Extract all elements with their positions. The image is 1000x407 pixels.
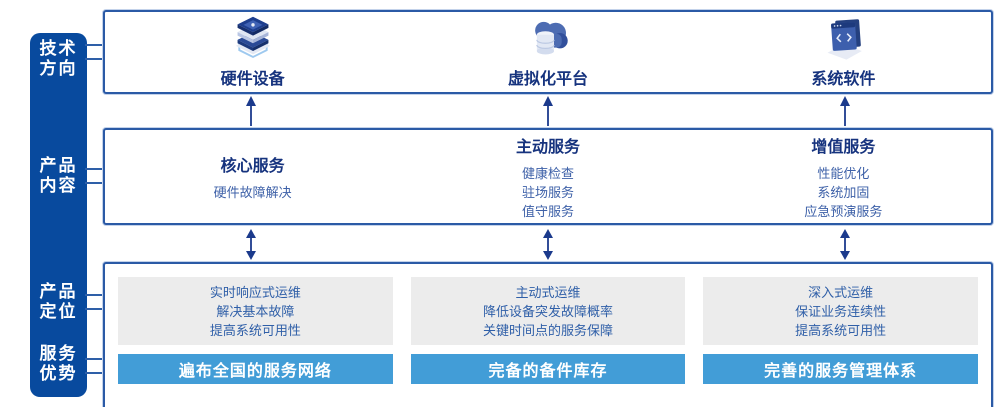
connector-line: [85, 358, 107, 360]
sidebar: 技术 方向 产品 内容 产品 定位 服务 优势: [30, 33, 87, 397]
tech-item-virtualization: 虚拟化平台: [400, 12, 695, 92]
product-content-box: 核心服务 硬件故障解决 主动服务 健康检查 驻场服务 值守服务 增值服务 性能优…: [103, 128, 993, 225]
service-heading: 增值服务: [811, 138, 876, 156]
service-heading: 核心服务: [220, 157, 285, 175]
sidebar-label-product-positioning: 产品 定位: [30, 282, 87, 322]
service-item: 驻场服务: [521, 184, 574, 200]
positioning-panel: 实时响应式运维 解决基本故障 提高系统可用性: [118, 277, 393, 345]
sidebar-label-line: 服务: [39, 344, 78, 363]
service-item: 性能优化: [817, 165, 870, 181]
connector-line: [85, 308, 107, 310]
advantage-bar: 完备的备件库存: [410, 354, 686, 384]
positioning-line: 提高系统可用性: [209, 322, 301, 338]
tech-item-label: 硬件设备: [220, 71, 285, 88]
connector-line: [85, 372, 107, 374]
arrow-double-icon: [840, 229, 850, 260]
positioning-line: 降低设备突发故障概率: [483, 303, 614, 319]
advantage-bar: 完善的服务管理体系: [703, 354, 979, 384]
tech-item-label: 系统软件: [811, 71, 876, 88]
connector-line: [85, 294, 107, 296]
sidebar-label-line: 产品: [39, 282, 78, 301]
positioning-line: 解决基本故障: [216, 303, 295, 319]
advantage-bar: 遍布全国的服务网络: [118, 354, 393, 384]
sidebar-label-service-advantage: 服务 优势: [30, 344, 87, 384]
service-heading: 主动服务: [515, 138, 580, 156]
sidebar-label-line: 方向: [39, 59, 78, 78]
server-stack-icon: [235, 16, 270, 59]
product-positioning-box: 实时响应式运维 解决基本故障 提高系统可用性 遍布全国的服务网络 主动式运维 降…: [103, 262, 993, 407]
connector-line: [85, 182, 107, 184]
service-item: 硬件故障解决: [213, 184, 292, 200]
service-column-active: 主动服务 健康检查 驻场服务 值守服务: [400, 130, 695, 223]
tech-direction-box: 硬件设备 虚拟化平台: [103, 10, 993, 94]
arrow-up-icon: [543, 96, 553, 126]
connector-line: [85, 58, 107, 60]
connector-line: [85, 44, 107, 46]
positioning-panel: 深入式运维 保证业务连续性 提高系统可用性: [703, 277, 979, 345]
arrow-up-icon: [246, 96, 256, 126]
positioning-column-realtime: 实时响应式运维 解决基本故障 提高系统可用性 遍布全国的服务网络: [118, 277, 393, 407]
sidebar-label-line: 技术: [39, 39, 78, 58]
connector-line: [85, 168, 107, 170]
positioning-line: 实时响应式运维: [209, 284, 301, 300]
sidebar-label-line: 产品: [39, 156, 78, 175]
cloud-database-icon: [535, 21, 568, 55]
positioning-line: 深入式运维: [808, 284, 874, 300]
positioning-line: 主动式运维: [515, 284, 581, 300]
tech-item-system-software: 系统软件: [696, 12, 991, 92]
positioning-column-proactive: 主动式运维 降低设备突发故障概率 关键时间点的服务保障 完备的备件库存: [410, 277, 686, 407]
service-item: 系统加固: [817, 184, 870, 200]
positioning-line: 关键时间点的服务保障: [483, 322, 614, 338]
sidebar-label-line: 内容: [39, 176, 78, 195]
sidebar-label-tech-direction: 技术 方向: [30, 39, 87, 79]
service-item: 应急预演服务: [804, 203, 883, 219]
positioning-panel: 主动式运维 降低设备突发故障概率 关键时间点的服务保障: [410, 277, 686, 345]
positioning-column-deep: 深入式运维 保证业务连续性 提高系统可用性 完善的服务管理体系: [703, 277, 979, 407]
code-window-icon: [827, 19, 863, 60]
tech-item-hardware: 硬件设备: [105, 12, 400, 92]
arrow-double-icon: [543, 229, 553, 260]
positioning-line: 提高系统可用性: [795, 322, 887, 338]
service-item: 值守服务: [521, 203, 574, 219]
sidebar-label-line: 定位: [39, 302, 78, 321]
sidebar-label-product-content: 产品 内容: [30, 156, 87, 196]
tech-item-label: 虚拟化平台: [507, 71, 588, 88]
service-column-value-added: 增值服务 性能优化 系统加固 应急预演服务: [696, 130, 991, 223]
service-column-core: 核心服务 硬件故障解决: [105, 130, 400, 223]
sidebar-label-line: 优势: [39, 364, 78, 383]
arrow-up-icon: [840, 96, 850, 126]
positioning-line: 保证业务连续性: [795, 303, 887, 319]
service-item: 健康检查: [521, 165, 574, 181]
arrow-double-icon: [246, 229, 256, 260]
